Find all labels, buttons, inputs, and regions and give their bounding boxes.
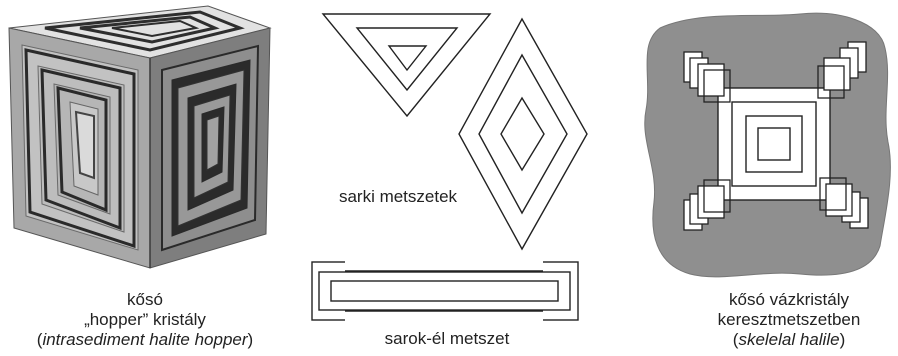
paren-close: ) (248, 330, 254, 349)
corner-sections-label: sarki metszetek (318, 187, 478, 207)
skeletal-caption-line1: kősó vázkristály (680, 290, 898, 310)
paren-close: ) (840, 330, 846, 349)
skeletal-caption: kősó vázkristály keresztmetszetben (skel… (680, 290, 898, 350)
skeletal-caption-line2: keresztmetszetben (680, 310, 898, 330)
cube-left-steps (22, 45, 138, 250)
corner-edge-section (312, 257, 578, 326)
edge-section-label: sarok-él metszet (362, 329, 532, 349)
hopper-caption-line1: kősó (0, 290, 290, 310)
hopper-cube (9, 6, 270, 268)
skeletal-halite-section (645, 13, 891, 277)
hopper-caption: kősó „hopper” kristály (intrasediment ha… (0, 290, 290, 350)
hopper-caption-line2: „hopper” kristály (0, 310, 290, 330)
skeletal-caption-english: skelelal halile (738, 330, 839, 349)
hopper-caption-english: intrasediment halite hopper (42, 330, 247, 349)
triangle-corner-section (323, 14, 490, 116)
hopper-caption-line3: (intrasediment halite hopper) (0, 330, 290, 350)
diamond-corner-section (459, 19, 587, 249)
cube-right-steps (162, 46, 258, 250)
skeletal-caption-line3: (skelelal halile) (680, 330, 898, 350)
